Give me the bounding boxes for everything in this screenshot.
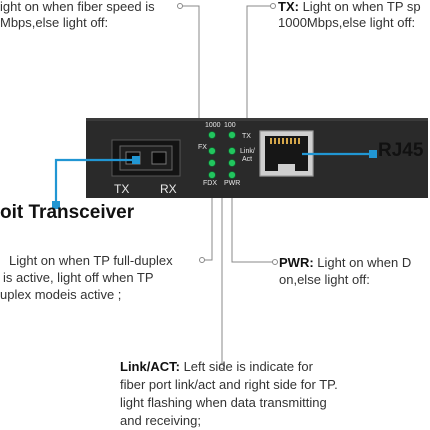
rj45-pointer-end	[369, 150, 377, 158]
pwr-annotation-line1: Light on when D	[317, 255, 412, 270]
link-annotation-line4: and receiving;	[120, 413, 201, 428]
label-act: Act	[242, 156, 252, 163]
led-link-fiber	[208, 159, 216, 167]
fdx-annotation-line2: is active, light off when TP	[3, 270, 154, 285]
link-annotation-line3: light flashing when data transmitting	[120, 395, 327, 410]
label-pwr: PWR	[224, 180, 240, 187]
tx-leader-line	[246, 5, 273, 130]
transceiver-pointer-end	[52, 201, 60, 209]
rj45-callout: RJ45	[378, 140, 424, 161]
link-annotation-line2: fiber port link/act and right side for T…	[120, 377, 338, 392]
fx-annotation-line1: ight on when fiber speed is	[0, 0, 155, 14]
pwr-leader-line	[231, 185, 275, 263]
tx-annotation-line1: Light on when TP sp	[302, 0, 421, 14]
fdx-annotation-line1: Light on when TP full-duplex	[9, 253, 173, 268]
label-fdx: FDX	[203, 180, 217, 187]
led-fx-1000	[208, 131, 216, 139]
led-fdx	[208, 171, 216, 179]
transceiver-callout: oit Transceiver	[0, 202, 135, 223]
link-leader-dot	[219, 363, 225, 369]
leader-dots	[177, 3, 278, 369]
pwr-annotation: PWR: Light on when D	[279, 255, 411, 270]
label-100: 100	[224, 122, 236, 129]
fdx-annotation-line3: uplex modeis active ;	[0, 287, 122, 302]
pwr-annotation-line2: on,else light off:	[279, 272, 370, 287]
sfp-rx-slot	[151, 151, 167, 165]
label-link: Link/	[240, 148, 255, 155]
leader-lines	[180, 5, 275, 366]
rj45-contacts	[270, 138, 300, 144]
sfp-tx-label: TX	[114, 182, 129, 196]
sfp-pointer-line	[54, 158, 136, 205]
link-annotation: Link/ACT: Left side is indicate for	[120, 359, 313, 374]
pwr-leader-dot	[272, 259, 278, 265]
link-annotation-title: Link/ACT:	[120, 359, 180, 374]
label-tx: TX	[242, 133, 251, 140]
rj45-latch-notch	[278, 164, 295, 171]
tx-annotation-line2: 1000Mbps,else light off:	[278, 15, 416, 30]
pwr-annotation-title: PWR:	[279, 255, 314, 270]
led-fx-speed	[208, 147, 216, 155]
label-fx: FX	[198, 144, 207, 151]
sfp-pointer-end	[132, 156, 140, 164]
fdx-leader-line	[202, 185, 213, 261]
tx-annotation: TX: Light on when TP sp	[278, 0, 421, 14]
led-pwr	[228, 171, 236, 179]
led-tx-speed	[228, 147, 236, 155]
link-annotation-line1: Left side is indicate for	[183, 359, 313, 374]
fx-leader-line	[180, 5, 200, 130]
tx-annotation-title: TX:	[278, 0, 299, 14]
sfp-rx-label: RX	[160, 182, 177, 196]
led-tx-100	[228, 131, 236, 139]
label-1000: 1000	[205, 122, 221, 129]
fx-leader-dot	[177, 3, 183, 9]
fdx-leader-dot	[199, 257, 205, 263]
led-link-tp	[228, 159, 236, 167]
tx-leader-dot	[270, 3, 276, 9]
fx-annotation-line2: Mbps,else light off:	[0, 15, 109, 30]
panel-top-edge	[86, 118, 428, 121]
